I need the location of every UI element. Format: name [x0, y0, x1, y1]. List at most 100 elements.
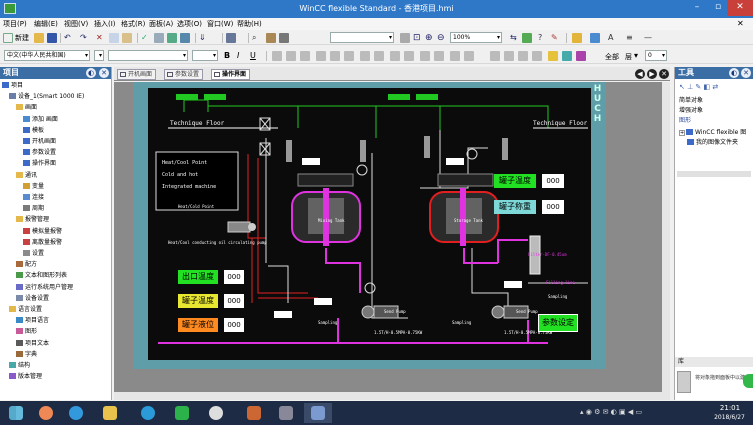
outlet-temp-value[interactable]: 000 — [224, 270, 244, 284]
taskbar-app-wincc[interactable] — [304, 403, 332, 423]
tank-temp-value[interactable]: 000 — [542, 174, 564, 188]
tree-item[interactable]: 操作界面 — [23, 159, 56, 168]
menu-format[interactable]: 格式(R) — [121, 20, 146, 28]
tools-pin-icon[interactable]: ◐ — [729, 68, 739, 78]
language-combo[interactable]: 中文(中华人民共和国) — [4, 50, 90, 61]
tab-close-icon[interactable]: ✕ — [659, 69, 669, 79]
tools-mini-toolbar[interactable]: ↖ ⊥ ✎ ◧ ⇄ — [679, 83, 719, 91]
taskbar-app-explorer[interactable] — [96, 403, 124, 423]
menu-options[interactable]: 选项(O) — [177, 20, 202, 28]
tree-item[interactable]: 文本和图形列表 — [16, 271, 67, 280]
download-icon[interactable]: ⇓ — [199, 33, 206, 42]
pump1-value-box[interactable] — [314, 298, 332, 305]
tree-item[interactable]: 模拟量报警 — [23, 227, 62, 236]
taskbar-app-ie[interactable] — [62, 403, 90, 423]
tree-item[interactable]: 变量 — [23, 182, 44, 191]
graphics-tree-wincc[interactable]: +WinCC flexible 图 — [679, 129, 747, 136]
flip-icon[interactable] — [404, 51, 414, 61]
tab-startup-screen[interactable]: 开机画面 — [117, 69, 157, 80]
minimize-button[interactable]: – — [694, 2, 700, 12]
tree-item[interactable]: 运行系统用户管理 — [16, 283, 73, 292]
runtime-icon[interactable] — [180, 33, 190, 43]
menu-faceplate[interactable]: 面板(A) — [149, 20, 174, 28]
open-icon[interactable] — [34, 33, 44, 43]
editor-vertical-scrollbar[interactable] — [662, 82, 670, 400]
menu-project[interactable]: 项目(P) — [3, 20, 27, 28]
help-tool-icon[interactable]: ? — [538, 33, 543, 42]
tree-item[interactable]: 开机画面 — [23, 137, 56, 146]
tree-item[interactable]: 配方 — [16, 260, 37, 269]
align-left-icon[interactable] — [272, 51, 282, 61]
language-combo-arrow[interactable] — [94, 50, 104, 61]
copy-icon[interactable] — [109, 33, 119, 43]
object-combo[interactable] — [330, 32, 394, 43]
grid-icon[interactable] — [490, 51, 500, 61]
layer-dropdown-icon[interactable]: ▾ — [634, 51, 639, 60]
valve-middle[interactable] — [259, 142, 271, 156]
taskbar-app-5[interactable] — [272, 403, 300, 423]
project-close-icon[interactable]: ✕ — [99, 68, 109, 78]
tank-temp-left-value[interactable]: 000 — [224, 294, 244, 308]
tank2-value-box[interactable] — [446, 158, 464, 165]
library-icon[interactable] — [279, 33, 289, 43]
tree-item[interactable]: 设置 — [23, 249, 44, 258]
taskbar-app-4[interactable] — [240, 403, 268, 423]
layer-combo[interactable]: 0 — [645, 50, 667, 61]
new-label[interactable]: 新建 — [15, 34, 29, 42]
tools-close-icon[interactable]: ✕ — [741, 68, 751, 78]
italic-icon[interactable]: I — [237, 51, 240, 60]
tree-item[interactable]: 报警管理 — [16, 215, 49, 224]
align-top-icon[interactable] — [316, 51, 326, 61]
tree-item[interactable]: 离散量报警 — [23, 238, 62, 247]
menu-window[interactable]: 窗口(W) — [207, 20, 234, 28]
tree-item[interactable]: 添加 画面 — [23, 115, 58, 124]
font-combo[interactable] — [108, 50, 188, 61]
same-size-icon[interactable] — [374, 51, 384, 61]
zoom-combo[interactable]: 100% — [450, 32, 502, 43]
layer-visible-icon[interactable] — [562, 51, 572, 61]
taskbar-app-1[interactable] — [32, 403, 60, 423]
start-button[interactable] — [2, 403, 30, 423]
save-icon[interactable] — [47, 33, 57, 43]
layers-icon[interactable] — [548, 51, 558, 61]
tab-parameter-settings[interactable]: 参数设置 — [164, 69, 204, 80]
tab-scroll-right-icon[interactable]: ▶ — [647, 69, 657, 79]
taskbar-app-3[interactable] — [202, 403, 230, 423]
tree-item[interactable]: 画面 — [16, 103, 37, 112]
tree-item[interactable]: 结构 — [9, 361, 30, 370]
menu-close-icon[interactable]: ✕ — [737, 19, 744, 28]
group-icon[interactable] — [420, 51, 430, 61]
simulate-icon[interactable] — [167, 33, 177, 43]
undo-icon[interactable]: ↶ — [64, 33, 71, 42]
floating-helper-icon[interactable] — [743, 374, 753, 388]
parameter-setting-button[interactable]: 参数设定 — [538, 314, 578, 332]
project-pin-icon[interactable]: ◐ — [86, 68, 96, 78]
tools-section-graphics[interactable]: 图形 — [679, 117, 692, 124]
tree-item[interactable]: 通讯 — [16, 171, 37, 180]
taskbar-app-browser[interactable] — [134, 403, 162, 423]
spell-icon[interactable]: ✎ — [551, 33, 558, 42]
paste-icon[interactable] — [122, 33, 132, 43]
tree-item[interactable]: 设备_1(Smart 1000 IE) — [9, 92, 84, 101]
zoom-area-icon[interactable]: ⊡ — [413, 33, 421, 43]
zoom-out-icon[interactable]: ⊖ — [437, 33, 445, 43]
hmi-screen[interactable]: Technique Floor Technique Floor Heat/Coo… — [148, 88, 591, 360]
align-right-icon[interactable] — [300, 51, 310, 61]
editor-horizontal-scrollbar[interactable] — [114, 392, 662, 400]
font-size-combo[interactable] — [192, 50, 218, 61]
cut-icon[interactable]: ✕ — [96, 33, 103, 42]
line-style-icon[interactable]: ≡ — [626, 33, 633, 42]
ungroup-icon[interactable] — [434, 51, 444, 61]
tools-horizontal-scrollbar[interactable] — [677, 171, 751, 177]
tab-operation-screen[interactable]: 操作界面 — [211, 69, 251, 80]
layer-icon[interactable] — [522, 33, 532, 43]
filter-unit[interactable] — [529, 235, 541, 275]
tree-item[interactable]: 版本管理 — [9, 372, 42, 381]
system-tray[interactable]: ▴ ◉ ⚙ ✉ ◐ ▣ ◀ ▭ — [580, 408, 643, 416]
menu-edit[interactable]: 编辑(E) — [34, 20, 58, 28]
bold-icon[interactable]: B — [224, 51, 231, 60]
tree-item[interactable]: 连接 — [23, 193, 44, 202]
table-icon[interactable] — [518, 51, 528, 61]
taskbar-app-green[interactable] — [168, 403, 196, 423]
distribute-icon[interactable] — [360, 51, 370, 61]
